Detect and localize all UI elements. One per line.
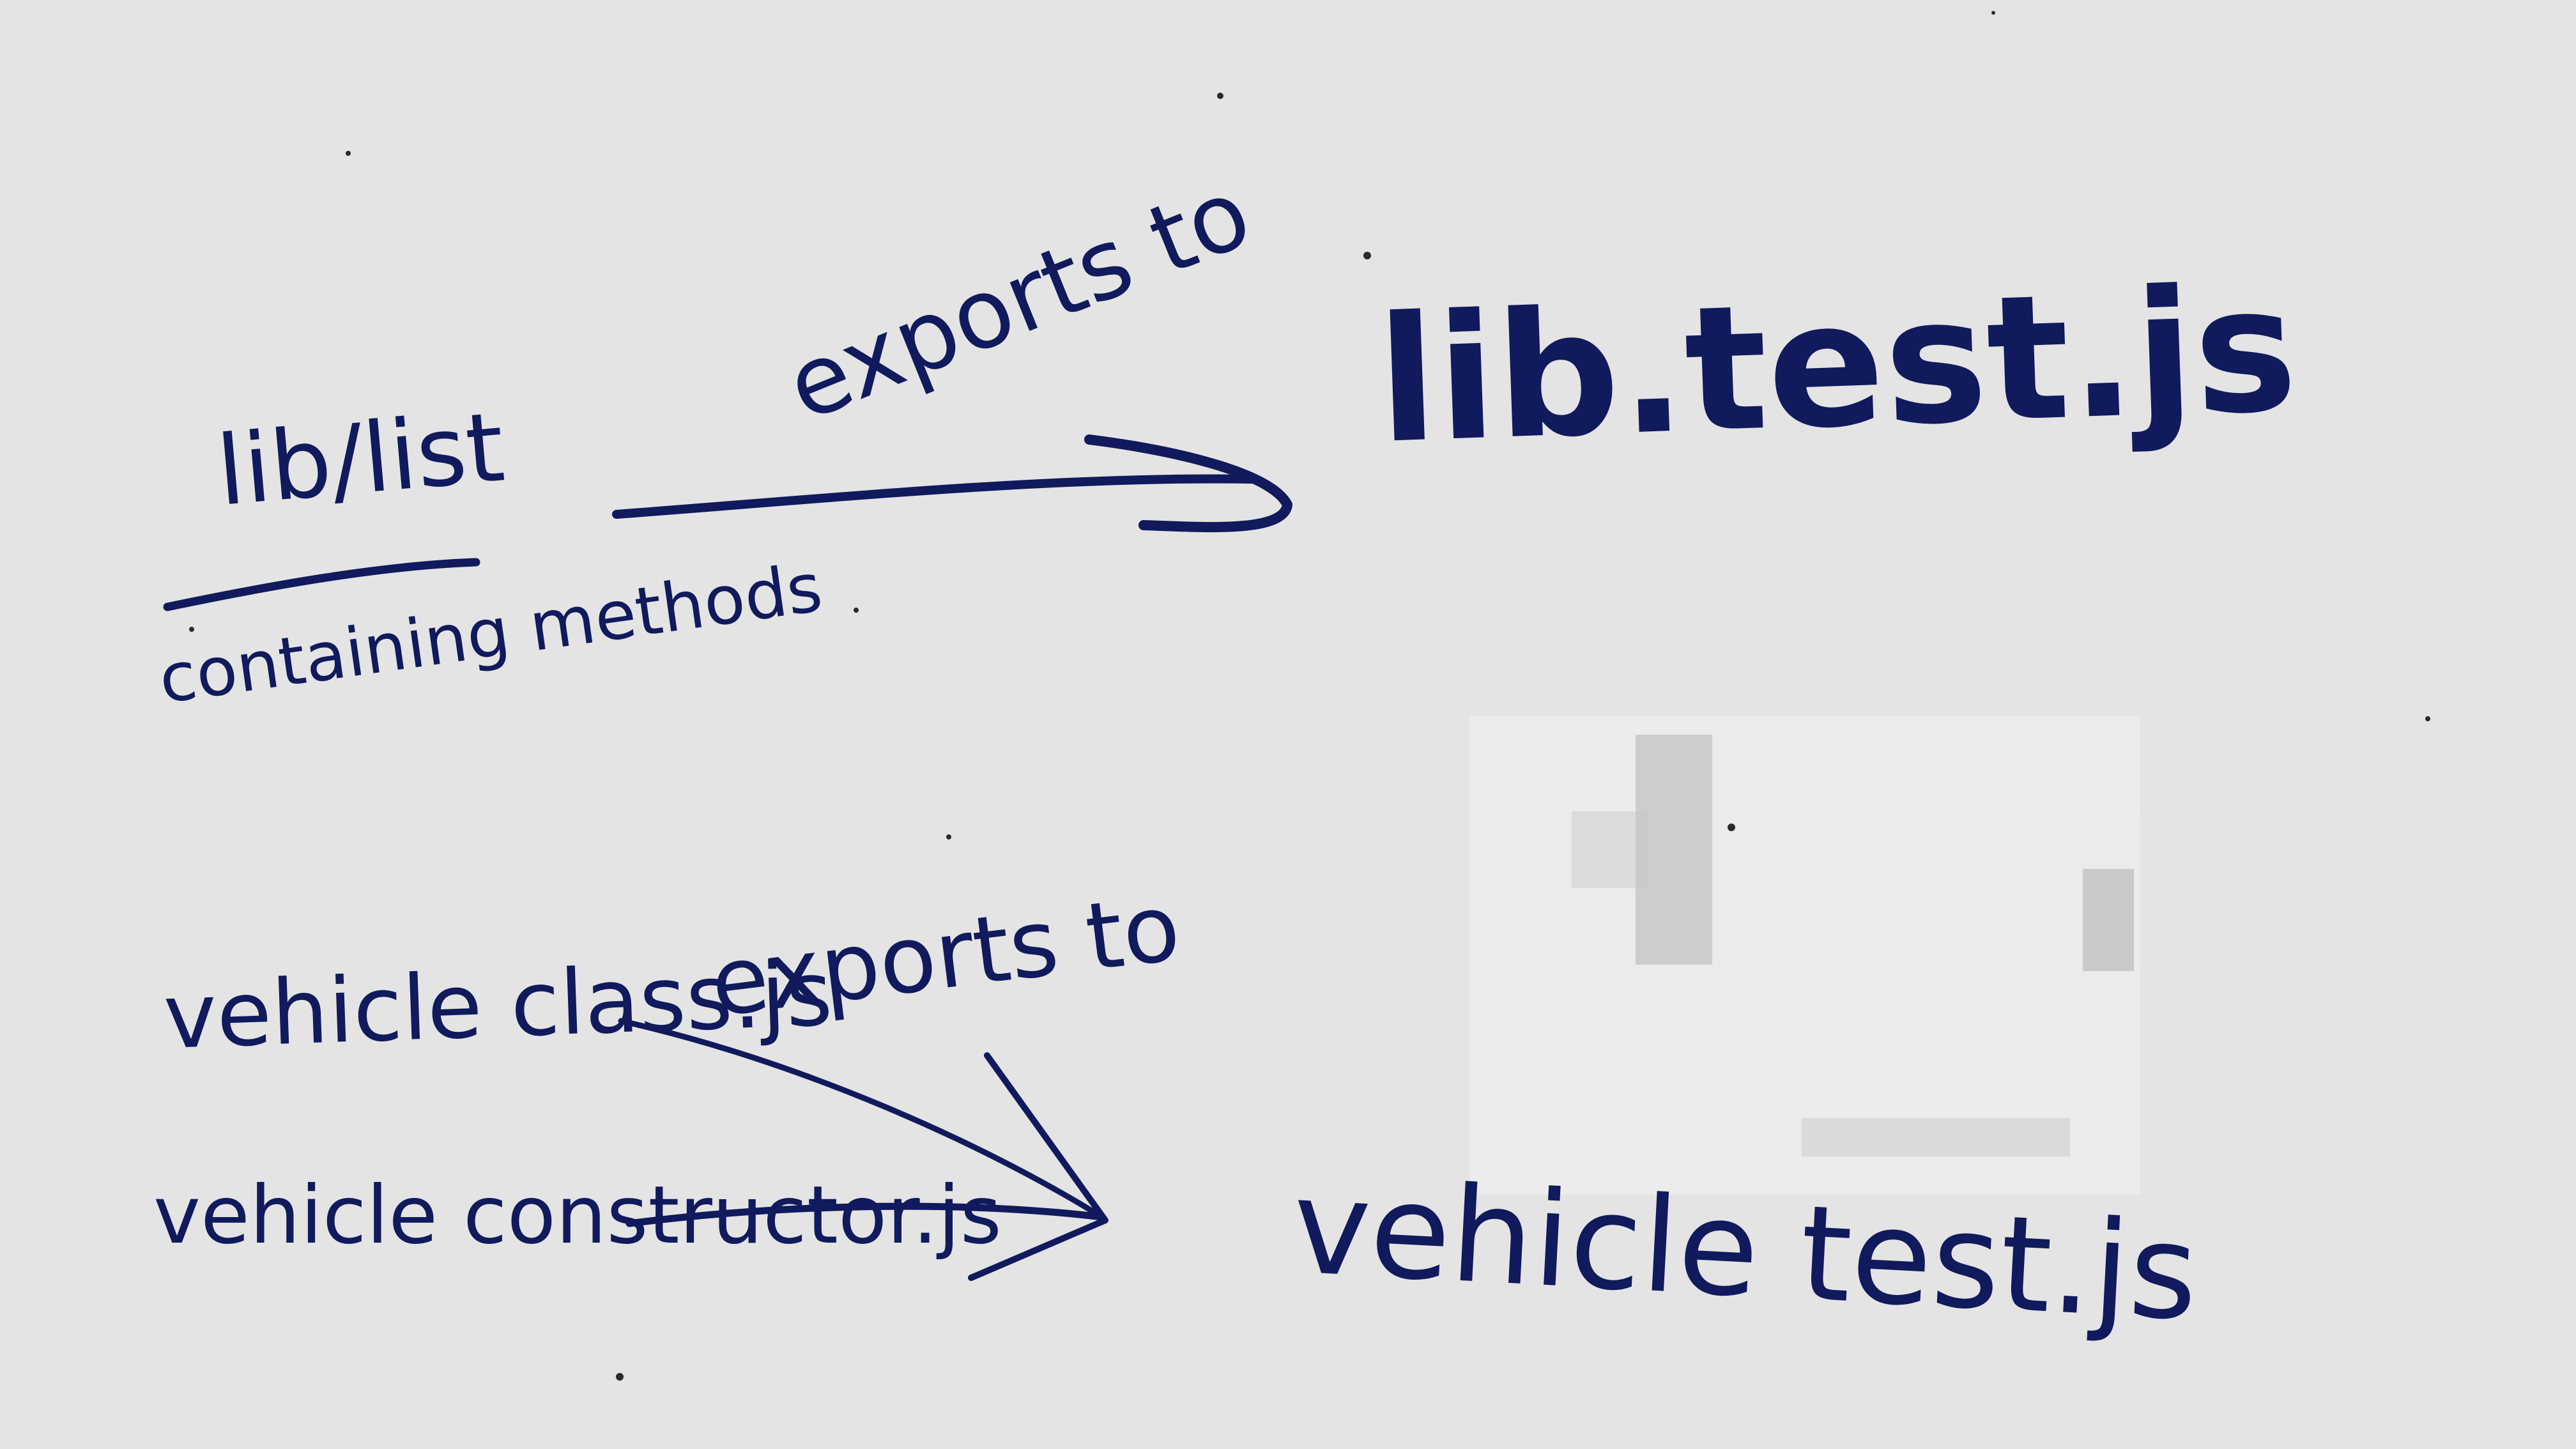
bottom-arrow-shaft-lower — [625, 1202, 1106, 1227]
top-arrow-head — [1084, 434, 1292, 533]
top-arrow-label: exports to — [772, 157, 1265, 443]
erased-smudge — [1469, 716, 2140, 1195]
lib-list-label: lib/list — [213, 392, 509, 528]
board-specks — [189, 11, 2430, 1381]
bottom-arrow-label: exports to — [705, 873, 1186, 1038]
bottom-arrow-shaft-upper — [618, 1018, 1105, 1220]
bottom-arrow-head — [968, 1052, 1108, 1281]
lib-test-target-label: lib.test.js — [1374, 249, 2300, 482]
vehicle-constructor-label: vehicle constructor.js — [153, 1169, 1002, 1262]
top-group: lib/list containing methods exports to l… — [155, 157, 2301, 718]
bottom-group: vehicle class.js vehicle constructor.js … — [153, 873, 2202, 1350]
containing-methods-label: containing methods — [155, 548, 827, 718]
lib-list-divider — [163, 558, 480, 611]
top-arrow-shaft — [612, 474, 1257, 519]
